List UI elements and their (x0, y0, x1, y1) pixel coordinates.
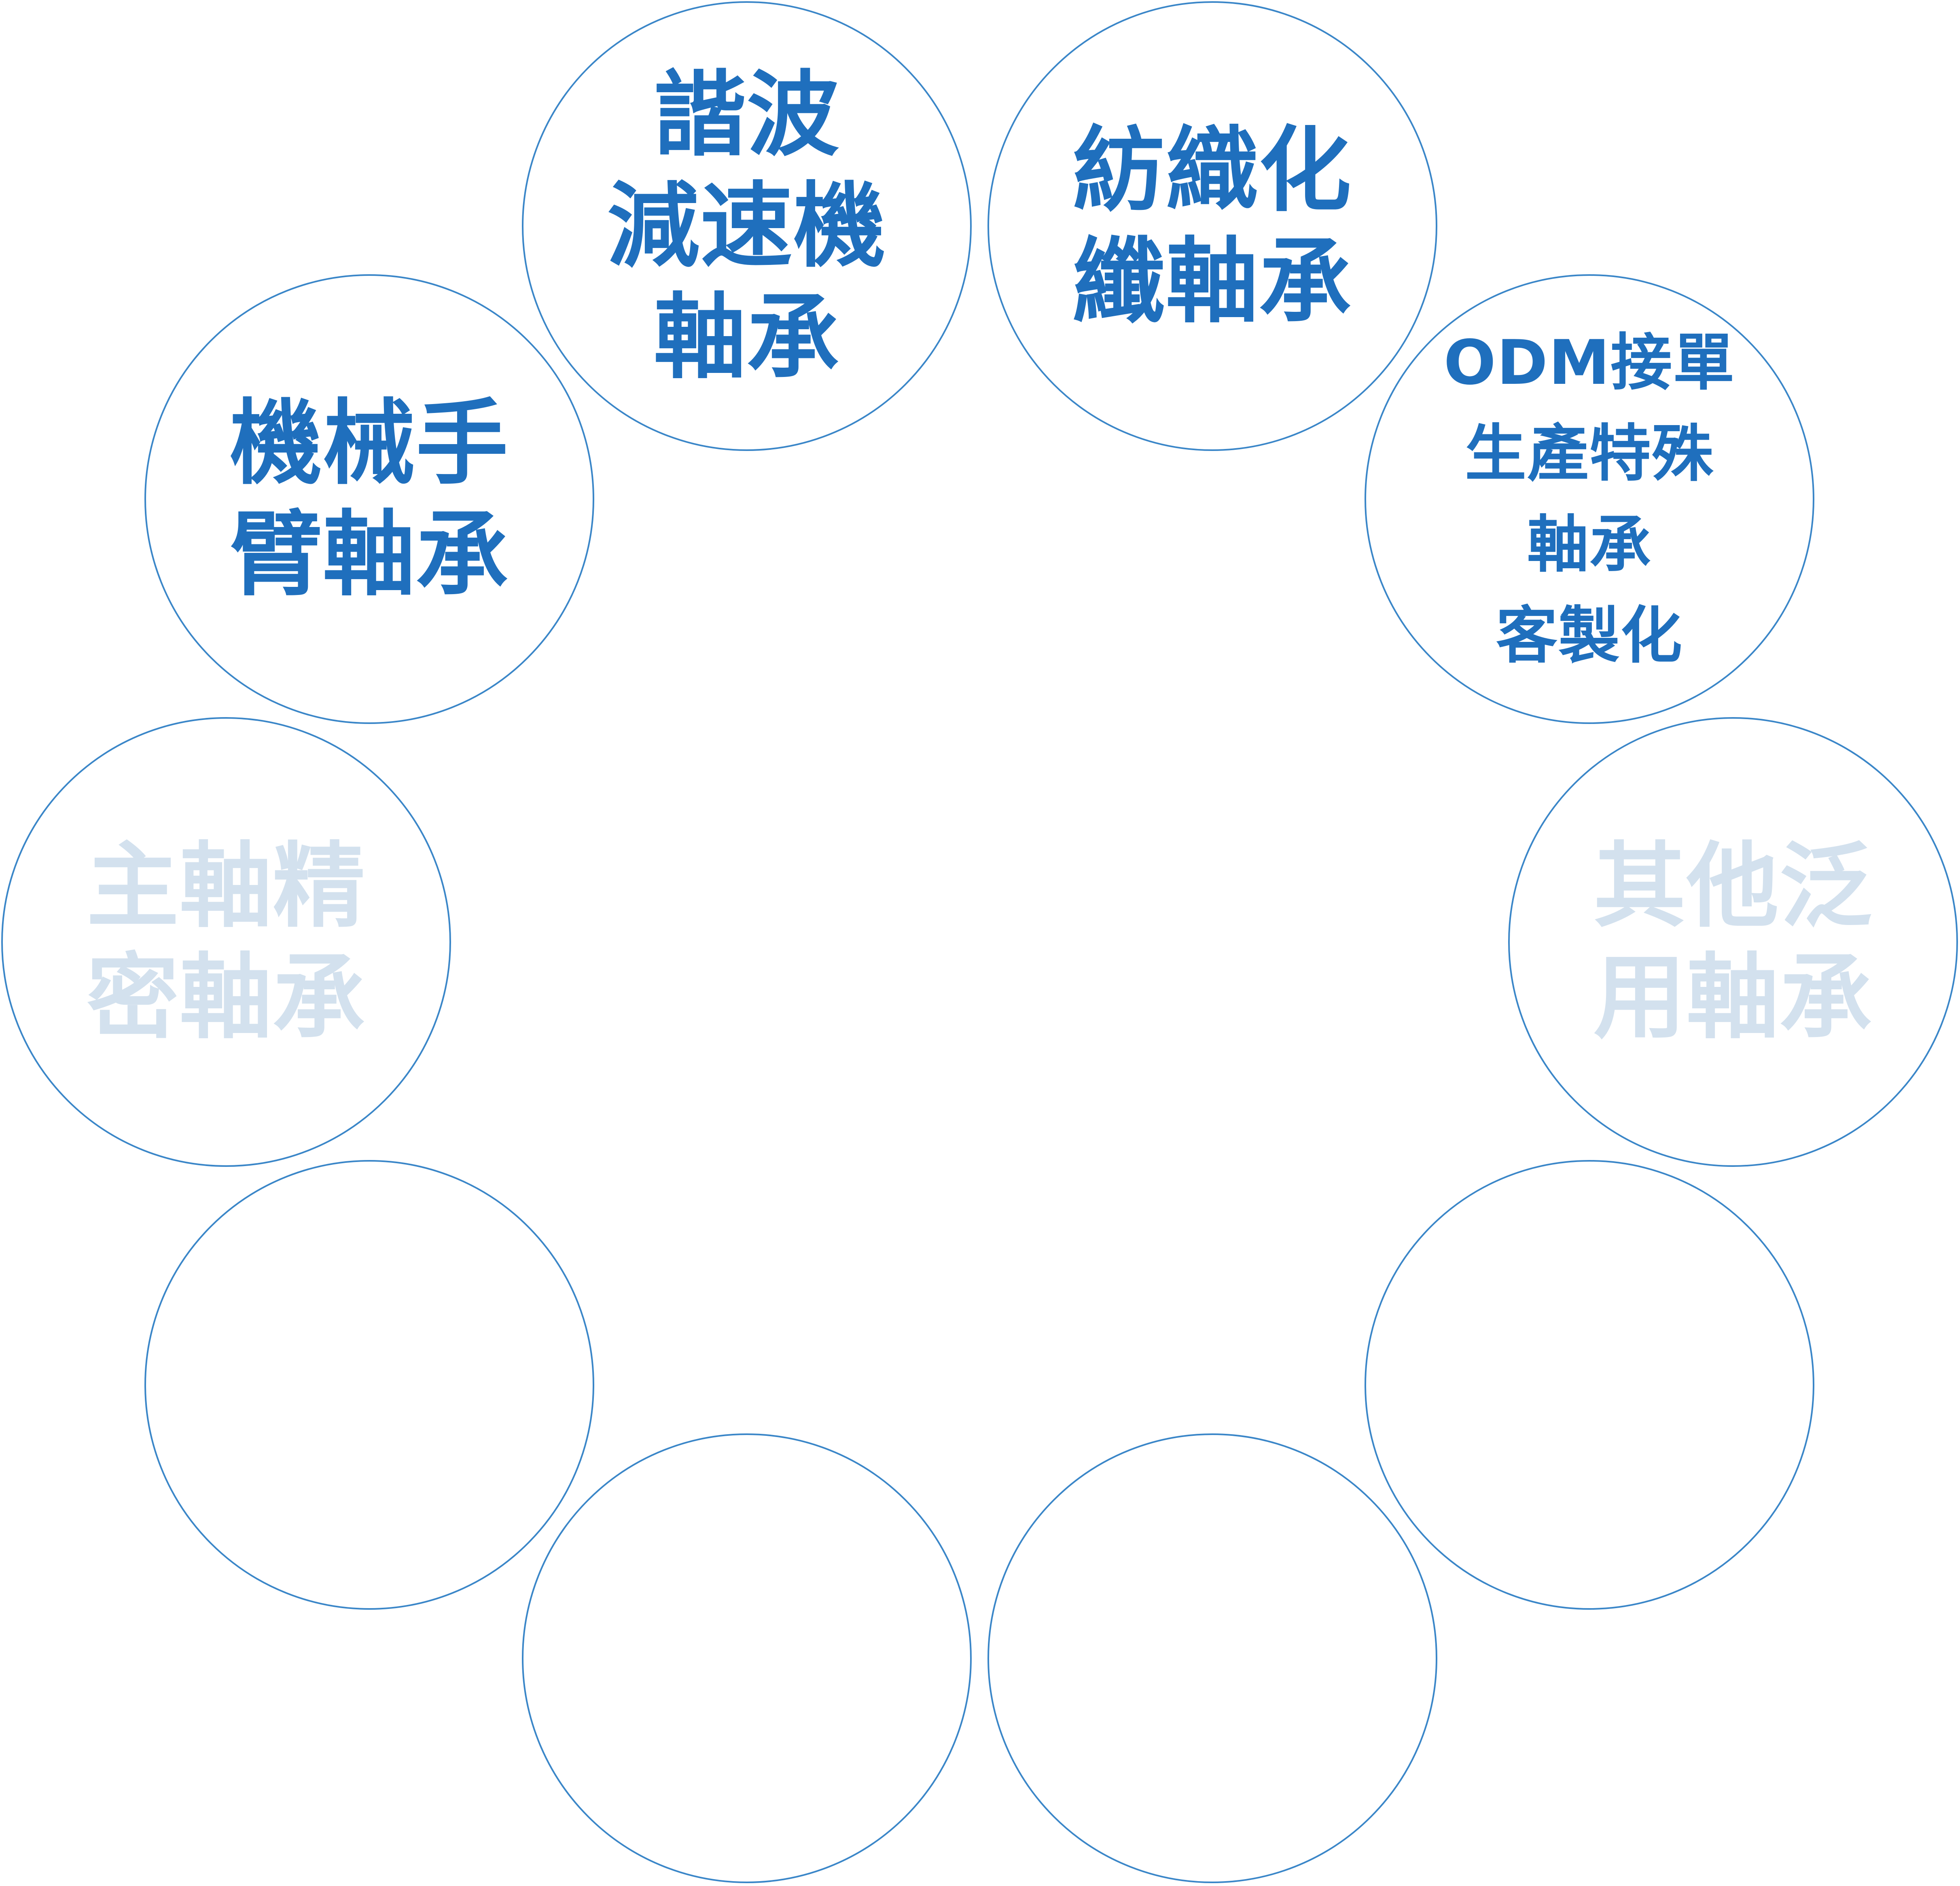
spindle-line-2: 密軸承 (87, 944, 366, 1051)
odm-line-4: 客製化 (1496, 600, 1683, 671)
odm-line-3: 軸承 (1527, 509, 1652, 580)
harmonic-line-2: 減速機 (607, 172, 886, 280)
harmonic-line-1: 諧波 (654, 61, 840, 169)
general-line-2: 用軸承 (1593, 944, 1873, 1051)
odm-line-2: 生產特殊 (1465, 418, 1714, 489)
robot-arm-bearing-circle[interactable]: 機械手 臂軸承 (144, 274, 594, 724)
robot-line-2: 臂軸承 (230, 501, 509, 608)
robot-line-1: 機械手 (230, 389, 509, 497)
odm-line-1: ODM接單 (1443, 327, 1735, 398)
empty-circle[interactable] (987, 1433, 1437, 1883)
harmonic-line-3: 軸承 (654, 283, 840, 391)
empty-circle[interactable] (144, 1160, 594, 1610)
spindle-line-1: 主軸精 (87, 832, 366, 940)
general-purpose-bearing-circle[interactable]: 其他泛 用軸承 (1508, 717, 1958, 1167)
harmonic-reducer-bearing-circle[interactable]: 諧波 減速機 軸承 (522, 1, 972, 451)
textile-bearing-circle[interactable]: 紡織化 纖軸承 (987, 1, 1437, 451)
spindle-precision-bearing-circle[interactable]: 主軸精 密軸承 (1, 717, 451, 1167)
empty-circle[interactable] (522, 1433, 972, 1883)
textile-line-1: 紡織化 (1073, 116, 1352, 224)
empty-circle[interactable] (1365, 1160, 1814, 1610)
odm-custom-bearing-circle[interactable]: ODM接單 生產特殊 軸承 客製化 (1365, 274, 1814, 724)
textile-line-2: 纖軸承 (1073, 228, 1352, 335)
general-line-1: 其他泛 (1593, 832, 1873, 940)
